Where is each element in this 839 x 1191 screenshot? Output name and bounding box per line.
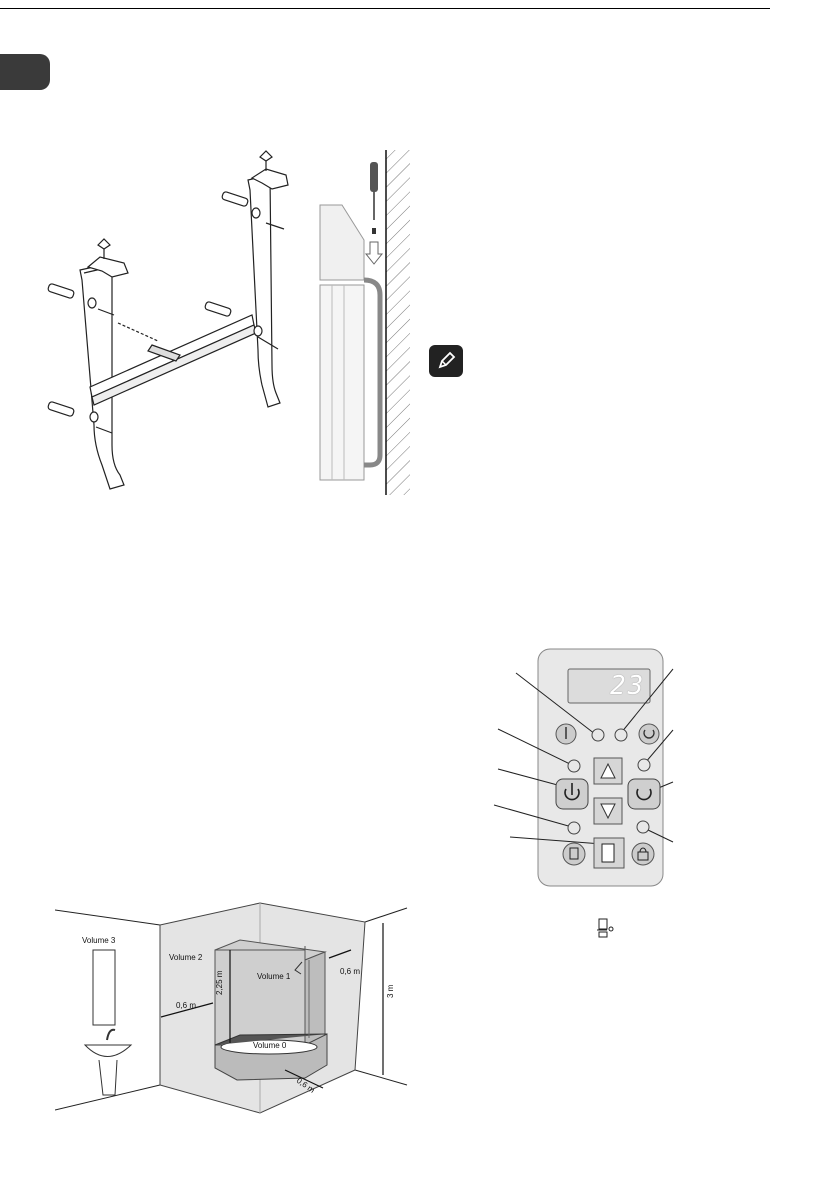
wall-bracket-illustration <box>47 150 289 490</box>
display-readout: 23 <box>610 671 646 701</box>
window-open-icon <box>597 918 614 938</box>
volume-0-label: Volume 0 <box>253 1041 287 1050</box>
top-rule <box>0 8 770 9</box>
note-pencil-icon <box>429 345 463 377</box>
room-height-label: 3 m <box>386 984 395 998</box>
distance-right-label: 0,6 m <box>340 967 361 976</box>
volume-1-label: Volume 1 <box>257 972 291 981</box>
shower-height-label: 2,25 m <box>215 970 224 995</box>
volume-3-label: Volume 3 <box>82 936 116 945</box>
heater-side-view-illustration <box>319 150 410 495</box>
bathroom-volumes-diagram: Volume 3 Volume 2 Volume 1 Volume 0 0,6 … <box>55 900 415 1135</box>
distance-left-label: 0,6 m <box>176 1001 197 1010</box>
control-panel-illustration: 23 <box>480 645 695 890</box>
language-tab <box>0 54 50 90</box>
volume-2-label: Volume 2 <box>169 953 203 962</box>
